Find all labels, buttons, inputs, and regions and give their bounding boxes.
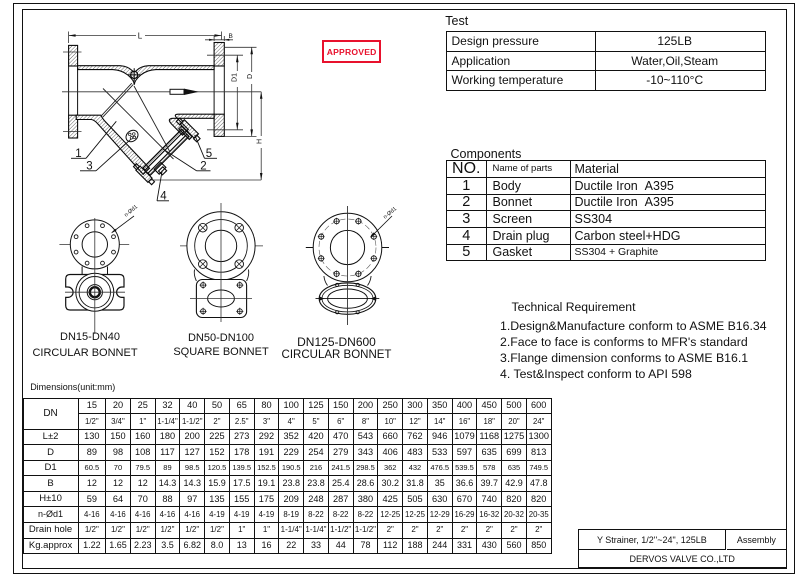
svg-text:H: H <box>257 139 264 144</box>
svg-text:n-Ød1: n-Ød1 <box>382 206 398 220</box>
svg-text:4: 4 <box>160 191 167 203</box>
svg-text:2: 2 <box>200 161 206 173</box>
svg-text:D: D <box>247 74 254 79</box>
svg-text:1: 1 <box>75 148 81 160</box>
svg-text:5: 5 <box>206 148 212 160</box>
svg-text:n-Ød1: n-Ød1 <box>123 204 139 218</box>
svg-text:L: L <box>138 32 143 41</box>
svg-text:3: 3 <box>86 161 92 173</box>
svg-text:B: B <box>229 33 233 40</box>
svg-text:D1: D1 <box>232 73 239 82</box>
